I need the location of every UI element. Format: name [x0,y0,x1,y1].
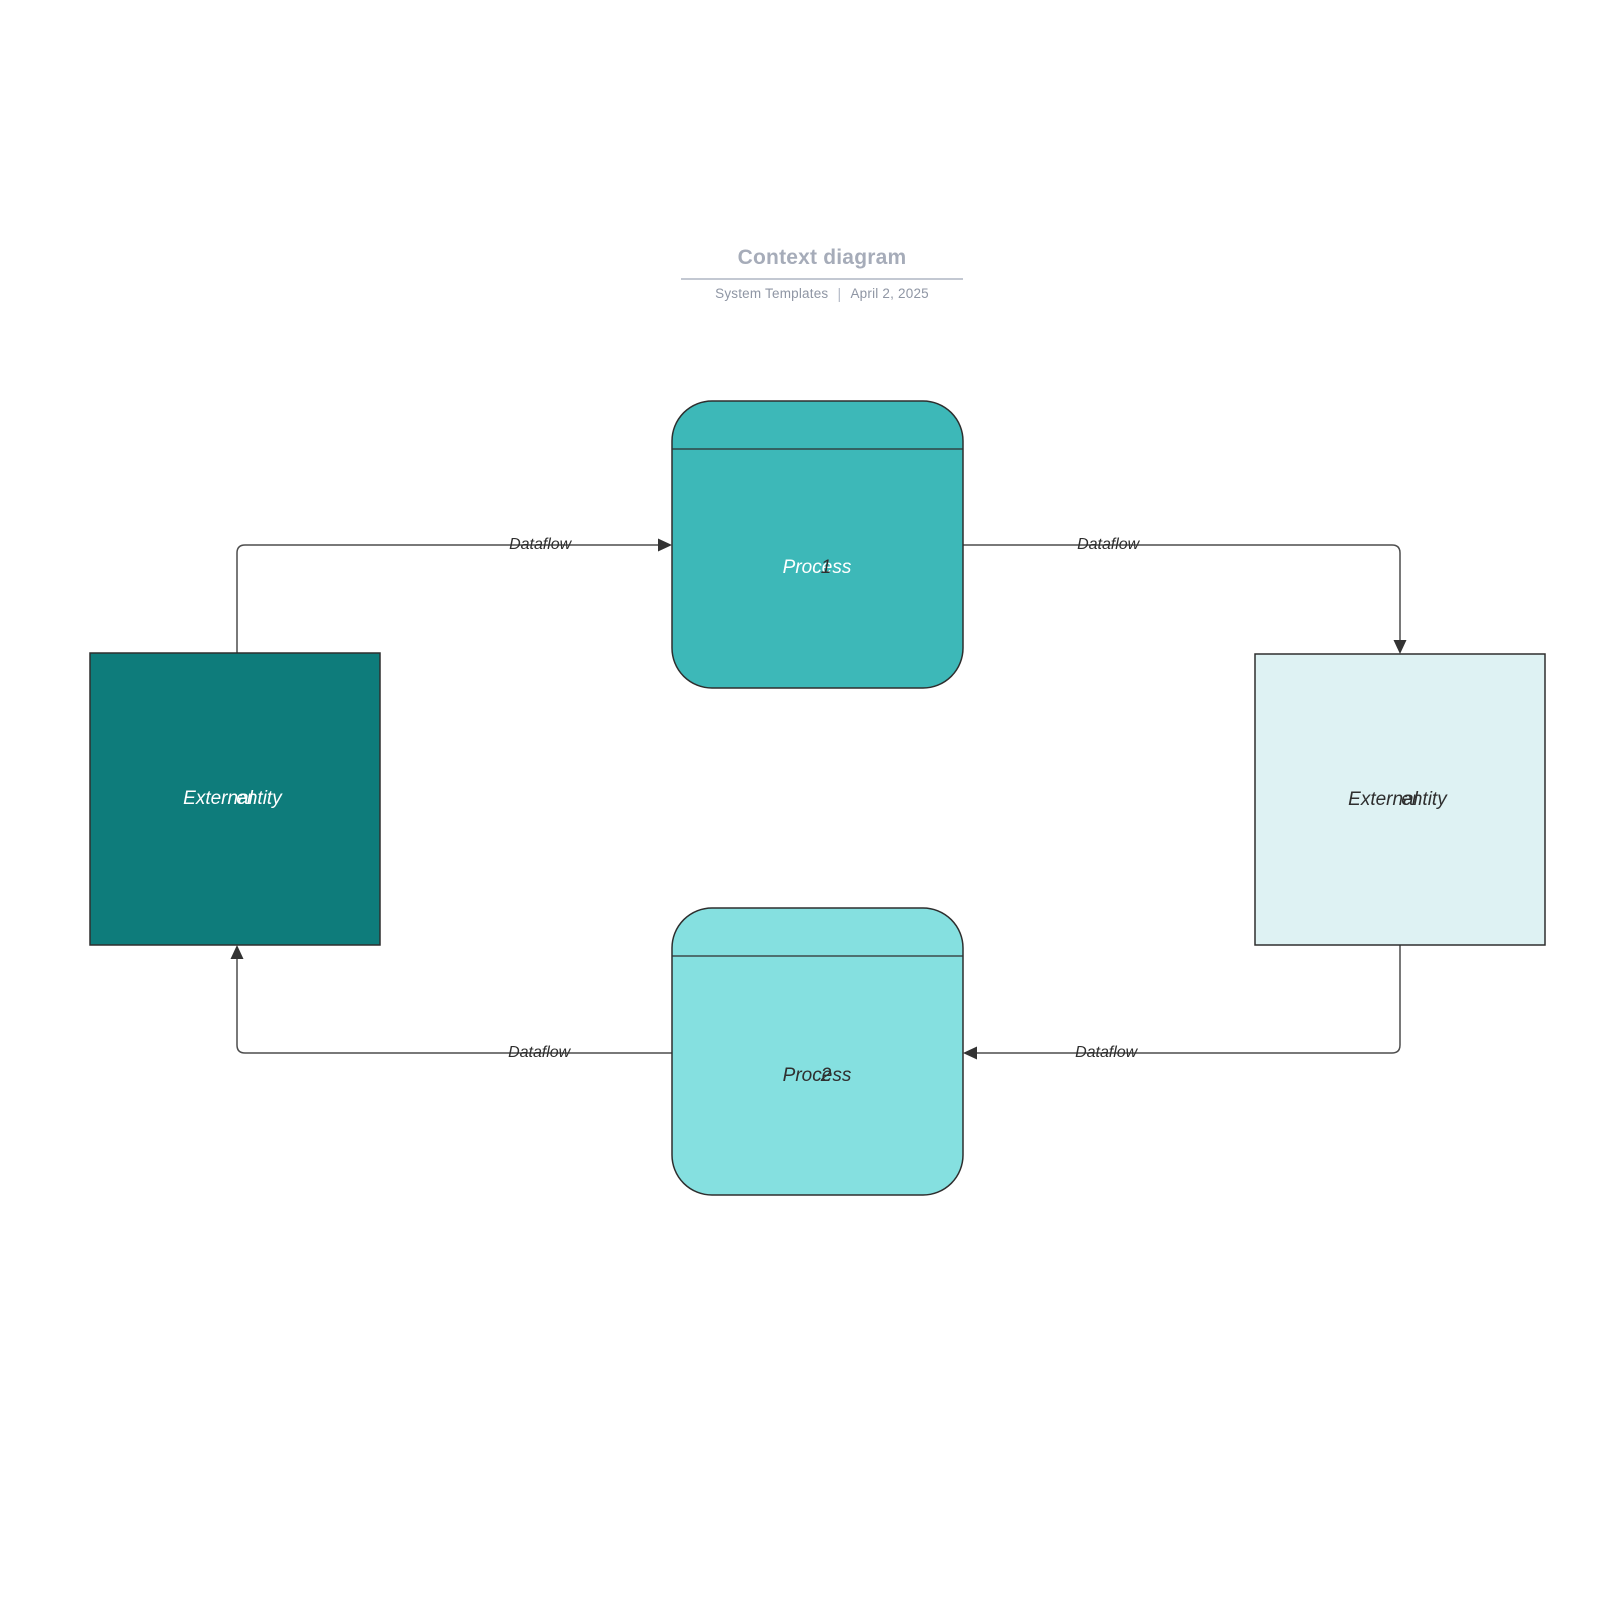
page-title: Context diagram [737,246,907,269]
title-divider [681,278,963,280]
connector-process1-to-entityright[interactable] [963,544,1401,640]
external-entity-left-label-word1: External [183,788,253,809]
process-2-shape[interactable] [671,907,964,1196]
arrowhead-into-process1 [658,538,672,552]
flow-label-top-left-word2: flow [542,536,572,553]
process-2-number: 2 [820,1065,832,1086]
flow-label-bottom-left-word1: Data [508,1044,542,1061]
connector-process2-to-entityleft[interactable] [236,959,672,1054]
arrowhead-into-process2 [963,1046,977,1060]
flow-label-top-right-word2: flow [1110,536,1140,553]
connector-entityright-to-process2[interactable] [977,945,1401,1054]
flow-label-top-right-word1: Data [1077,536,1111,553]
connector-entityleft-to-process1[interactable] [236,544,658,653]
external-entity-right-shape[interactable] [1254,653,1546,946]
external-entity-right-label-word2: entity [1401,789,1447,810]
arrowhead-into-entityleft [230,945,244,959]
date-label: April 2, 2025 [850,286,929,301]
flow-label-bottom-right-word1: Data [1075,1044,1109,1061]
external-entity-left-shape[interactable] [89,652,381,946]
flow-label-bottom-left-word2: flow [541,1044,571,1061]
page-subtitle: System Templates | April 2, 2025 [715,286,929,303]
byline: System Templates [715,286,829,301]
flow-label-bottom-right-word2: flow [1108,1044,1138,1061]
process-2-label: Process [782,1065,852,1086]
process-1-label: Process [782,557,852,578]
process-1-shape[interactable] [671,400,964,689]
arrowhead-into-entityright [1393,640,1407,654]
flow-label-top-left-word1: Data [509,536,543,553]
byline-separator: | [837,286,842,303]
external-entity-right-label-word1: External [1348,789,1418,810]
process-1-number: 1 [820,557,832,578]
external-entity-left-label-word2: entity [236,788,282,809]
